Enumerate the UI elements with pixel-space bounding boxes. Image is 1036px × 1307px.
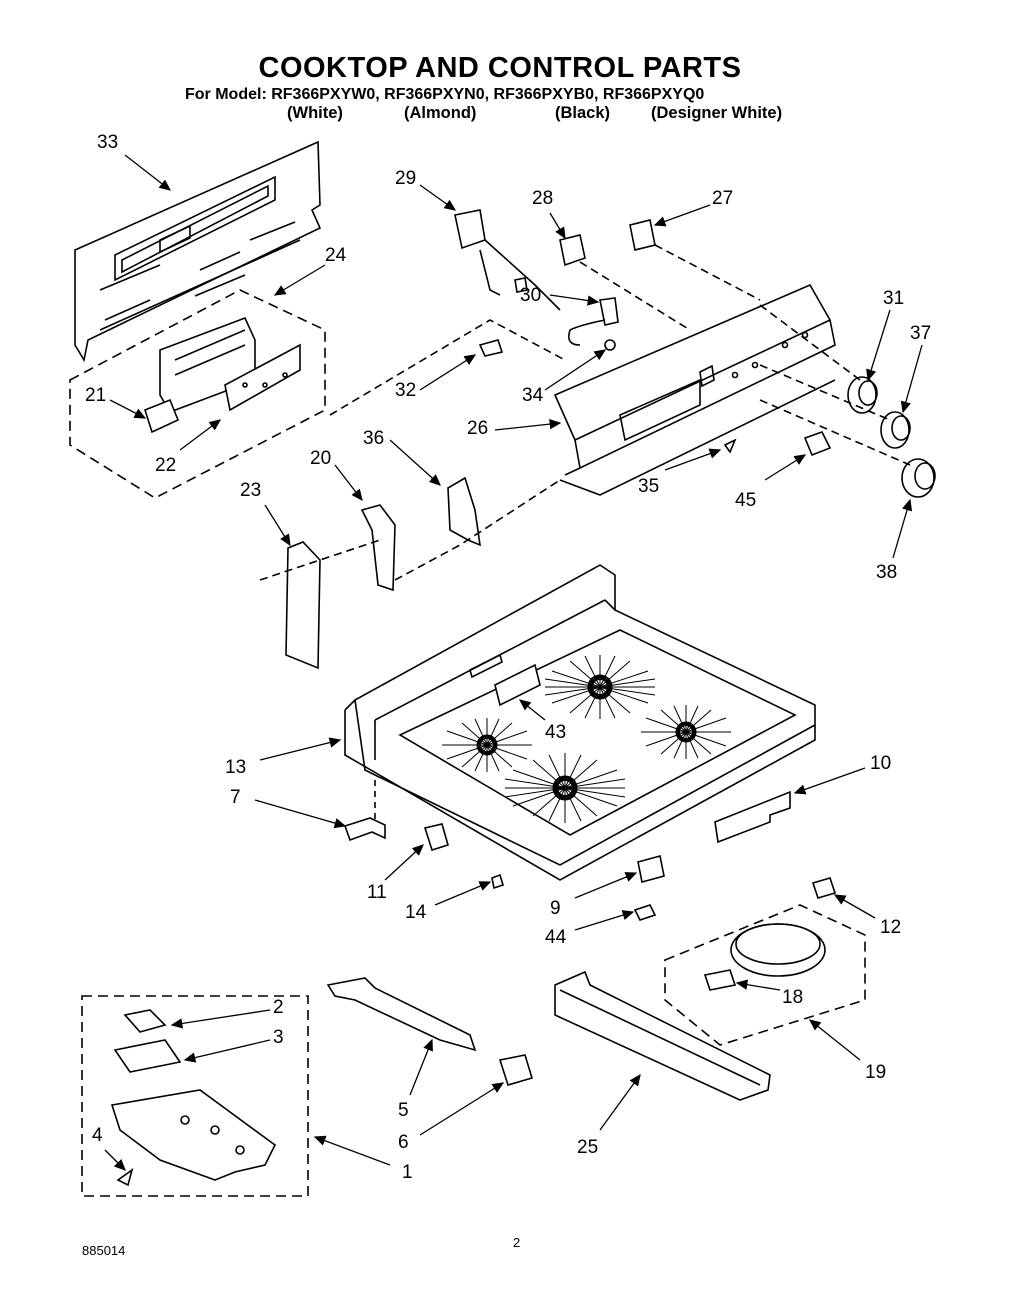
callout-label: 19 <box>865 1062 887 1083</box>
callout-label: 20 <box>310 448 332 469</box>
callout-label: 3 <box>273 1027 284 1048</box>
callout-label: 37 <box>910 323 932 344</box>
callout-label: 7 <box>230 787 241 808</box>
callout-label: 1 <box>402 1162 413 1183</box>
callout-arrows <box>104 154 923 1171</box>
leader-dashes-2 <box>329 319 566 416</box>
control-console-part <box>553 283 836 496</box>
callout-label: 43 <box>545 722 567 743</box>
wire-part-30 <box>567 297 619 351</box>
connector-part-45 <box>803 431 832 457</box>
strip-part-10 <box>714 790 791 844</box>
callout-label: 30 <box>520 285 542 306</box>
clip-part-12 <box>811 877 837 899</box>
knob-part-37 <box>880 411 911 449</box>
page-title: COOKTOP AND CONTROL PARTS <box>258 52 742 84</box>
clip-part-32 <box>478 339 504 357</box>
variant-white: (White) <box>287 104 343 122</box>
callout-label: 45 <box>735 490 757 511</box>
callout-label: 32 <box>395 380 417 401</box>
callout-label: 31 <box>883 288 905 309</box>
callout-label: 2 <box>273 997 284 1018</box>
callout-label: 25 <box>577 1137 599 1158</box>
grommet-part-11 <box>423 823 449 852</box>
model-list: For Model: RF366PXYW0, RF366PXYN0, RF366… <box>185 86 705 103</box>
bracket-part-23 <box>285 541 321 670</box>
callout-label: 26 <box>467 418 489 439</box>
infinite-switch-kit <box>81 995 309 1197</box>
callout-label: 34 <box>522 385 544 406</box>
rail-part-25 <box>554 970 771 1101</box>
callout-label: 22 <box>155 455 177 476</box>
clip-part-14 <box>491 873 504 890</box>
callout-label: 36 <box>363 428 385 449</box>
callout-label: 4 <box>92 1125 103 1146</box>
callout-label: 12 <box>880 917 902 938</box>
callout-label: 38 <box>876 562 898 583</box>
bracket-part-9 <box>637 855 665 883</box>
callout-label: 44 <box>545 927 567 948</box>
page-number: 2 <box>513 1235 521 1250</box>
callout-label: 29 <box>395 168 417 189</box>
callout-label: 13 <box>225 757 247 778</box>
radiant-element-part <box>664 904 866 1046</box>
back-panel-part <box>74 140 322 363</box>
callout-label: 10 <box>870 753 892 774</box>
control-housing-part <box>69 289 326 499</box>
switch-part-28 <box>559 234 586 267</box>
variant-almond: (Almond) <box>404 104 477 122</box>
document-number: 885014 <box>82 1243 126 1258</box>
callout-label: 18 <box>782 987 804 1008</box>
leader-dashes-3 <box>259 479 561 581</box>
callout-label: 21 <box>85 385 107 406</box>
callout-label: 33 <box>97 132 119 153</box>
cooktop-part <box>344 564 816 881</box>
knob-part-38 <box>901 458 936 498</box>
pad-part-44 <box>633 904 657 921</box>
variant-designer-white: (Designer White) <box>651 104 783 122</box>
callout-label: 35 <box>638 476 660 497</box>
callout-label: 27 <box>712 188 734 209</box>
thermostat-part <box>454 209 561 311</box>
callout-label: 11 <box>367 882 387 903</box>
callout-label: 24 <box>325 245 347 266</box>
callout-label: 9 <box>550 898 561 919</box>
callout-label: 28 <box>532 188 554 209</box>
bracket-part-36 <box>447 476 481 547</box>
block-part-6 <box>498 1054 534 1086</box>
callout-label: 23 <box>240 480 262 501</box>
bracket-part-20 <box>360 504 396 592</box>
callout-label: 5 <box>398 1100 409 1121</box>
variant-black: (Black) <box>555 104 611 122</box>
switch-part-27 <box>629 219 656 251</box>
leader-dashes <box>579 244 761 331</box>
leader-dashes-4 <box>759 304 911 466</box>
terminal-part-7 <box>343 817 386 842</box>
callout-label: 6 <box>398 1132 409 1153</box>
bracket-part-5 <box>326 977 477 1052</box>
heating-element-burners <box>442 655 731 823</box>
callout-label: 14 <box>405 902 427 923</box>
